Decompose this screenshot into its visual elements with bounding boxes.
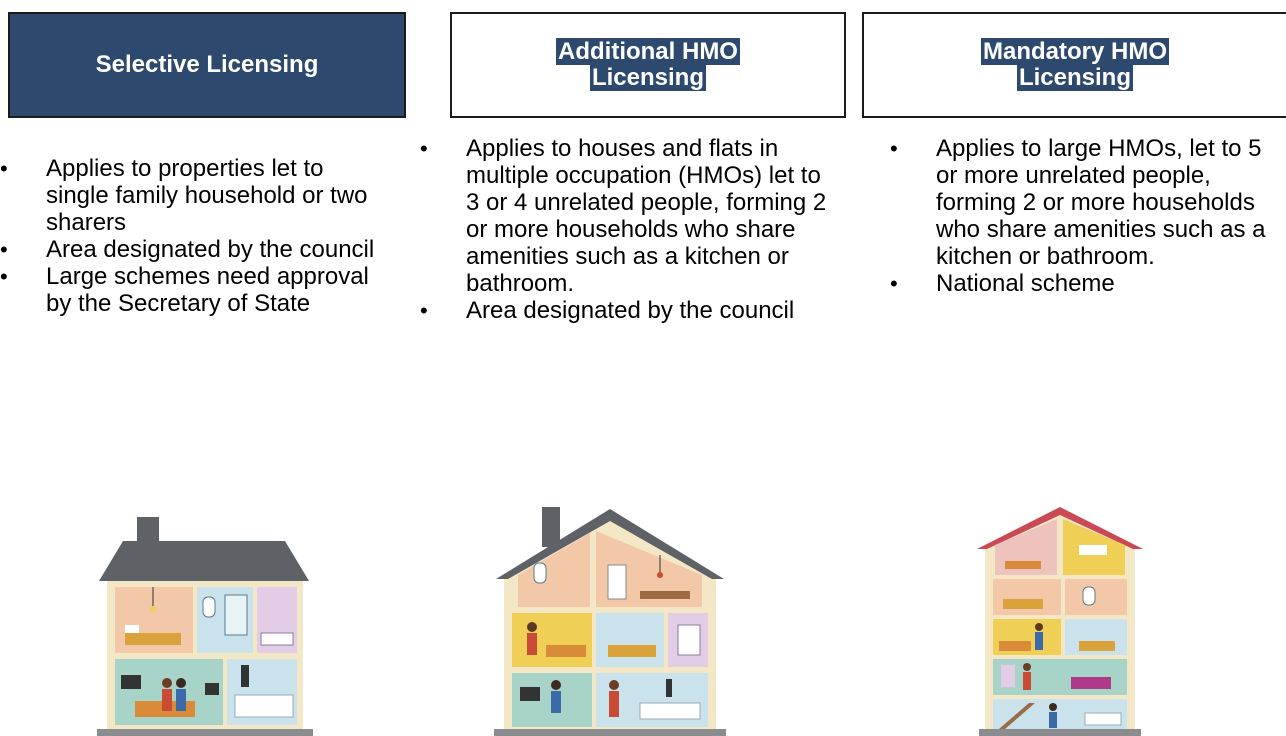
selective-licensing-title: Selective Licensing [95,51,319,78]
additional-hmo-title: Additional HMO Licensing [556,38,740,91]
mandatory-hmo-bullets: Applies to large HMOs, let to 5 or more … [890,135,1270,297]
large-hmo-house-illustration [977,507,1143,736]
bullet-item: Applies to houses and flats in multiple … [420,135,830,297]
additional-hmo-header: Additional HMO Licensing [450,12,846,118]
single-family-house-illustration [97,517,313,736]
mandatory-hmo-title-line1: Mandatory HMO [980,38,1169,66]
additional-hmo-title-line2: Licensing [589,64,706,91]
bullet-item: Area designated by the council [420,297,830,324]
mandatory-hmo-header: Mandatory HMO Licensing [862,12,1286,118]
bullet-item: Area designated by the council [0,236,380,263]
bullet-item: National scheme [890,270,1270,297]
selective-licensing-bullets: Applies to properties let to single fami… [0,155,380,317]
bullet-item: Applies to properties let to single fami… [0,155,380,236]
additional-hmo-bullets: Applies to houses and flats in multiple … [420,135,830,324]
additional-hmo-title-line1: Additional HMO [556,38,740,66]
bullet-item: Large schemes need approval by the Secre… [0,263,380,317]
mandatory-hmo-title-line2: Licensing [1016,64,1133,91]
bullet-item: Applies to large HMOs, let to 5 or more … [890,135,1270,270]
mandatory-hmo-title: Mandatory HMO Licensing [980,38,1169,91]
selective-licensing-header: Selective Licensing [8,12,406,118]
hmo-house-illustration [494,507,726,736]
